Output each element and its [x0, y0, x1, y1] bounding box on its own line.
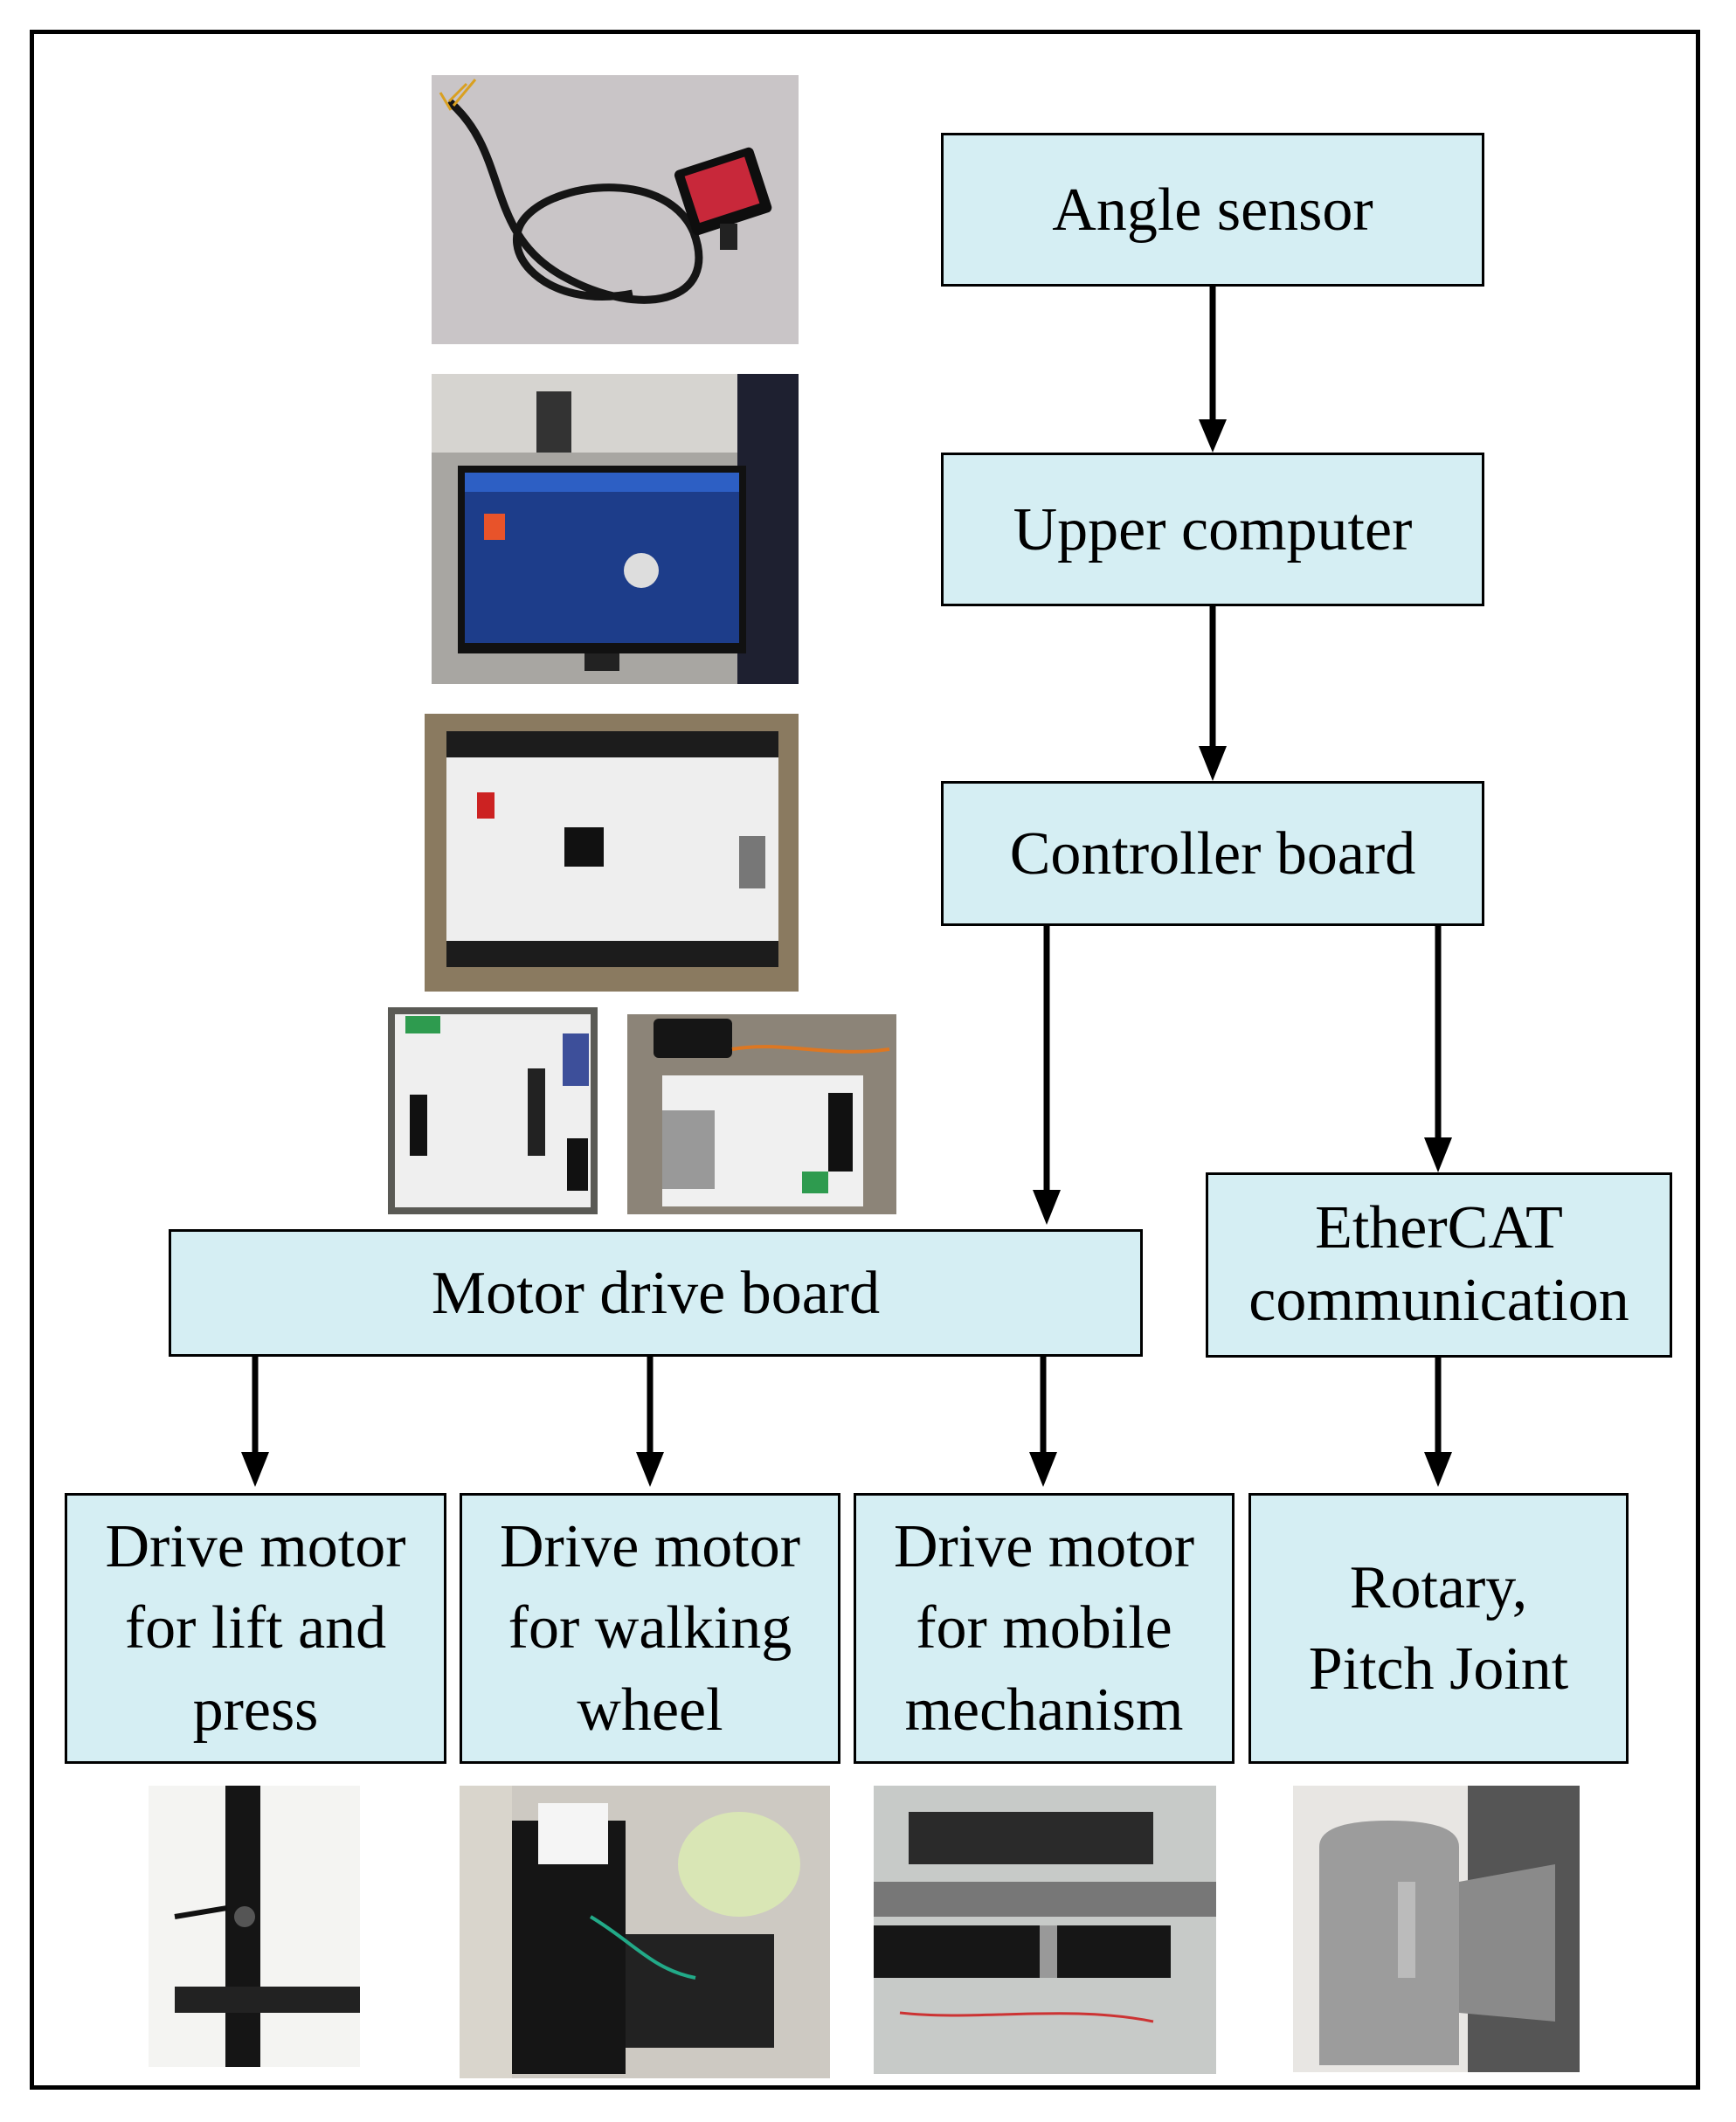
node-drive-motor-walking-wheel: Drive motor for walking wheel — [460, 1493, 840, 1764]
node-drive-motor-lift-press: Drive motor for lift and press — [65, 1493, 446, 1764]
controller-board-photo — [425, 714, 799, 992]
arrowhead-upper-to-controller — [1199, 746, 1227, 781]
arrowhead-motor-drive-to-mobile — [1029, 1452, 1057, 1487]
angle-sensor-photo — [432, 75, 799, 344]
arrowhead-ethercat-to-rotary — [1424, 1452, 1452, 1487]
node-drive-motor-mobile-mechanism: Drive motor for mobile mechanism — [854, 1493, 1235, 1764]
node-ethercat-communication: EtherCAT communication — [1206, 1172, 1672, 1358]
motor-drive-board-photo-1 — [388, 1007, 598, 1214]
arrowhead-controller-to-motor-drive — [1033, 1190, 1061, 1225]
motor-drive-board-photo-2 — [627, 1014, 896, 1214]
node-motor-drive-board: Motor drive board — [169, 1229, 1143, 1357]
rotary-pitch-joint-photo — [1293, 1786, 1580, 2072]
upper-computer-photo — [432, 374, 799, 684]
arrowhead-motor-drive-to-walking — [636, 1452, 664, 1487]
arrowhead-controller-to-ethercat — [1424, 1137, 1452, 1172]
mobile-mechanism-motor-photo — [874, 1786, 1216, 2074]
node-rotary-pitch-joint: Rotary, Pitch Joint — [1248, 1493, 1629, 1764]
arrowhead-motor-drive-to-lift — [241, 1452, 269, 1487]
figure-frame — [30, 30, 1700, 2090]
lift-press-motor-photo — [149, 1786, 360, 2067]
node-angle-sensor: Angle sensor — [941, 133, 1484, 287]
walking-wheel-motor-photo — [460, 1786, 830, 2078]
node-upper-computer: Upper computer — [941, 453, 1484, 606]
arrowhead-angle-to-upper — [1199, 419, 1227, 453]
node-controller-board: Controller board — [941, 781, 1484, 926]
